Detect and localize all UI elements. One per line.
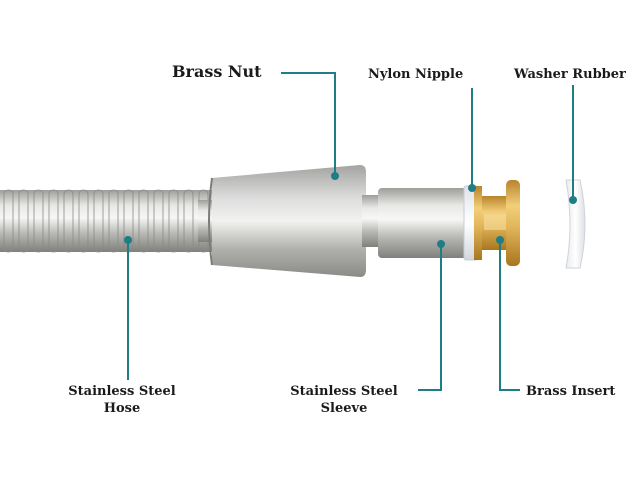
leader-brass-insert bbox=[499, 240, 520, 391]
washer-rubber bbox=[565, 179, 586, 269]
dot-washer-rubber bbox=[569, 196, 577, 204]
label-sleeve-line2: Sleeve bbox=[320, 401, 368, 416]
hose-ridges bbox=[3, 189, 209, 253]
dot-nylon-nipple bbox=[468, 184, 476, 192]
hose-ridge bbox=[48, 189, 59, 253]
label-sleeve-line1: Stainless Steel bbox=[290, 384, 398, 399]
dot-brass-insert bbox=[496, 236, 504, 244]
coupling bbox=[362, 195, 380, 247]
hose-ridge bbox=[3, 189, 14, 253]
leader-brass-nut bbox=[281, 72, 336, 176]
label-hose: Stainless Steel Hose bbox=[58, 383, 186, 417]
label-brass-nut: Brass Nut bbox=[172, 62, 262, 81]
hose-ridge bbox=[153, 189, 164, 253]
stainless-steel-hose bbox=[0, 189, 215, 253]
hose-ridge bbox=[33, 189, 44, 253]
hose-ridge bbox=[93, 189, 104, 253]
dot-brass-nut bbox=[331, 172, 339, 180]
hose-ridge bbox=[63, 189, 74, 253]
hose-neck bbox=[198, 200, 214, 242]
hose-ridge bbox=[138, 189, 149, 253]
label-brass-insert: Brass Insert bbox=[526, 384, 616, 399]
hose-ridge bbox=[108, 189, 119, 253]
brass-nut bbox=[208, 165, 366, 277]
label-hose-line2: Hose bbox=[103, 401, 141, 416]
label-hose-line1: Stainless Steel bbox=[68, 384, 176, 399]
hose-ridge bbox=[78, 189, 89, 253]
hose-ridge bbox=[168, 189, 179, 253]
dot-hose bbox=[124, 236, 132, 244]
dot-sleeve bbox=[437, 240, 445, 248]
hose-ridge bbox=[18, 189, 29, 253]
leader-sleeve bbox=[418, 244, 442, 391]
leader-dots bbox=[124, 172, 577, 248]
label-washer-rubber: Washer Rubber bbox=[514, 67, 626, 82]
label-nylon-nipple: Nylon Nipple bbox=[368, 67, 464, 82]
leader-lines bbox=[127, 72, 574, 391]
brass-insert bbox=[474, 180, 520, 266]
label-sleeve: Stainless Steel Sleeve bbox=[280, 383, 408, 417]
stainless-steel-sleeve bbox=[378, 188, 468, 258]
hose-ridge bbox=[183, 189, 194, 253]
